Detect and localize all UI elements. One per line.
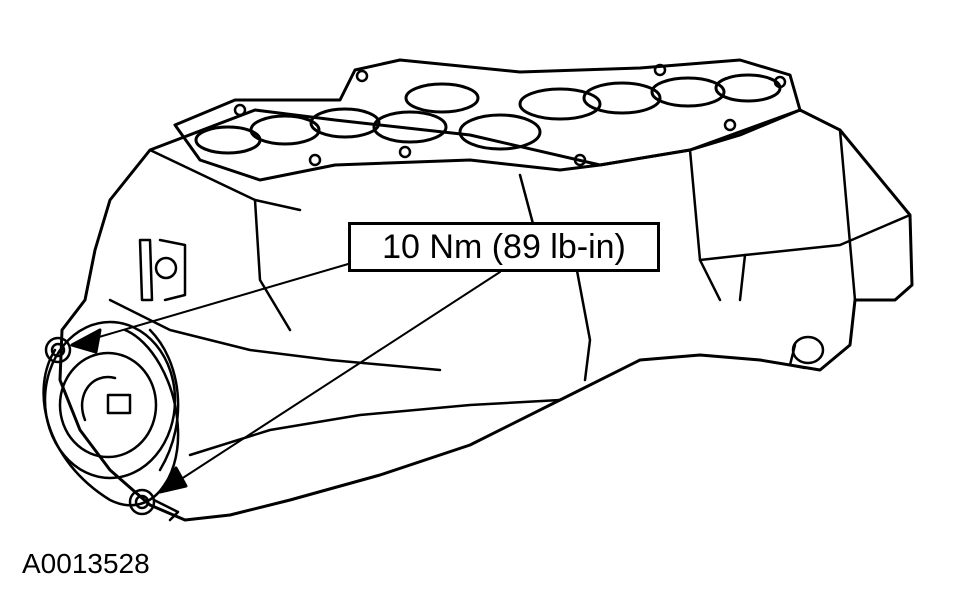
- runner-port-9: [650, 76, 726, 108]
- upper-flange: [173, 58, 802, 182]
- runner-port-2: [249, 114, 321, 146]
- arrowhead-lower: [158, 466, 188, 494]
- runner-port-4: [372, 110, 448, 144]
- upper-bolt: [44, 336, 72, 364]
- runner-port-7: [518, 87, 602, 121]
- runner-port-3: [309, 107, 381, 139]
- throttle-body-opening: [43, 320, 180, 480]
- torque-label: 10 Nm (89 lb-in): [382, 227, 626, 266]
- lower-bolt: [128, 488, 180, 522]
- flange-bolt-holes: [233, 63, 787, 167]
- body-contours: [108, 128, 912, 457]
- bracket-bolt: [154, 256, 178, 280]
- figure-id: A0013528: [22, 548, 150, 579]
- arrowhead-upper: [70, 328, 102, 354]
- runner-port-5: [404, 82, 480, 114]
- torque-callout: 10 Nm (89 lb-in): [348, 222, 660, 272]
- runner-port-8: [582, 81, 662, 115]
- mounting-bracket: [138, 238, 187, 302]
- leader-lines: [81, 261, 501, 486]
- runner-port-10: [714, 73, 782, 103]
- runner-port-6: [458, 113, 542, 151]
- side-stud: [788, 335, 825, 370]
- manifold-body-outline: [58, 108, 914, 522]
